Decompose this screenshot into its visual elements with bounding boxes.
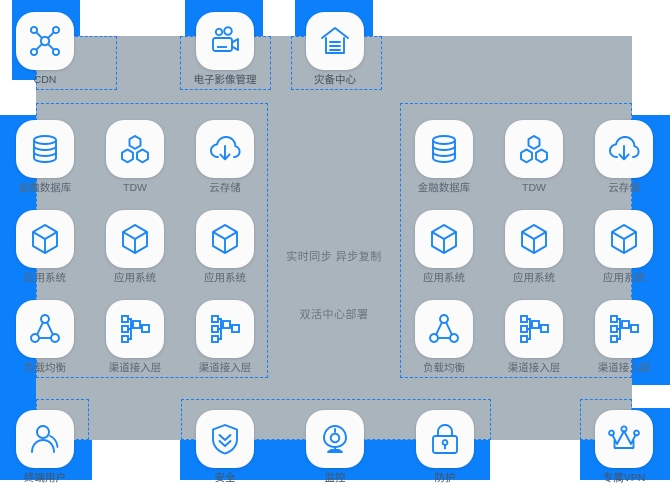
node-label: 云存储 [608, 182, 640, 194]
user-icon [28, 422, 62, 456]
node-card[interactable] [16, 300, 74, 358]
node-card[interactable] [306, 410, 364, 468]
cube-icon [118, 222, 152, 256]
node-card[interactable] [416, 410, 474, 468]
node-label: CDN [33, 74, 57, 86]
node-card[interactable] [16, 210, 74, 268]
node-card[interactable] [16, 410, 74, 468]
node-label: TDW [123, 182, 147, 194]
database-icon [427, 132, 461, 166]
node-card[interactable] [106, 210, 164, 268]
node-card[interactable] [505, 300, 563, 358]
node-card[interactable] [196, 300, 254, 358]
crown-icon [607, 422, 641, 456]
node-label: 应用系统 [24, 272, 66, 284]
node-label: 金融数据库 [417, 182, 471, 194]
node-label: 渠道接入层 [507, 362, 561, 374]
cube-icon [517, 222, 551, 256]
node-label: 应用系统 [423, 272, 465, 284]
node-label: 安全 [214, 472, 236, 484]
node-label: 电子影像管理 [193, 74, 257, 86]
node-label: 负载均衡 [24, 362, 66, 374]
node-card[interactable] [306, 12, 364, 70]
camera-monitor-icon [318, 422, 352, 456]
cube-icon [28, 222, 62, 256]
node-label: TDW [522, 182, 546, 194]
hierarchy-icon [208, 312, 242, 346]
node-card[interactable] [16, 120, 74, 178]
warehouse-icon [318, 24, 352, 58]
database-icon [28, 132, 62, 166]
lock-icon [428, 422, 462, 456]
node-label: 应用系统 [603, 272, 645, 284]
node-card[interactable] [595, 120, 653, 178]
hierarchy-icon [517, 312, 551, 346]
node-card[interactable] [196, 120, 254, 178]
hexagon-cluster-icon [517, 132, 551, 166]
node-card[interactable] [505, 120, 563, 178]
node-label: 终端用户 [24, 472, 66, 484]
node-label: 渠道接入层 [597, 362, 651, 374]
cube-icon [427, 222, 461, 256]
node-label: 应用系统 [114, 272, 156, 284]
node-card[interactable] [595, 210, 653, 268]
node-card[interactable] [595, 410, 653, 468]
node-card[interactable] [196, 210, 254, 268]
node-label: 应用系统 [513, 272, 555, 284]
node-card[interactable] [196, 410, 254, 468]
video-camera-icon [208, 24, 242, 58]
node-label: 监控 [324, 472, 346, 484]
node-card[interactable] [16, 12, 74, 70]
node-label: 渠道接入层 [198, 362, 252, 374]
node-label: 防护 [434, 472, 456, 484]
cube-icon [607, 222, 641, 256]
load-balancer-icon [427, 312, 461, 346]
node-label: 渠道接入层 [108, 362, 162, 374]
cdn-network-icon [28, 24, 62, 58]
node-card[interactable] [415, 300, 473, 358]
hexagon-cluster-icon [118, 132, 152, 166]
caption-dual-active-deployment: 双活中心部署 [299, 309, 369, 321]
shield-icon [208, 422, 242, 456]
node-card[interactable] [415, 120, 473, 178]
node-label: 云存储 [209, 182, 241, 194]
cloud-download-icon [607, 132, 641, 166]
node-card[interactable] [106, 120, 164, 178]
node-label: 金融数据库 [18, 182, 72, 194]
node-card[interactable] [505, 210, 563, 268]
node-label: 应用系统 [204, 272, 246, 284]
node-card[interactable] [196, 12, 254, 70]
node-card[interactable] [415, 210, 473, 268]
cloud-download-icon [208, 132, 242, 166]
cube-icon [208, 222, 242, 256]
caption-sync-replication: 实时同步 异步复制 [286, 251, 382, 263]
node-label: 负载均衡 [423, 362, 465, 374]
node-label: 专属VPN [602, 472, 646, 484]
node-card[interactable] [595, 300, 653, 358]
hierarchy-icon [607, 312, 641, 346]
node-card[interactable] [106, 300, 164, 358]
node-label: 灾备中心 [314, 74, 356, 86]
hierarchy-icon [118, 312, 152, 346]
load-balancer-icon [28, 312, 62, 346]
